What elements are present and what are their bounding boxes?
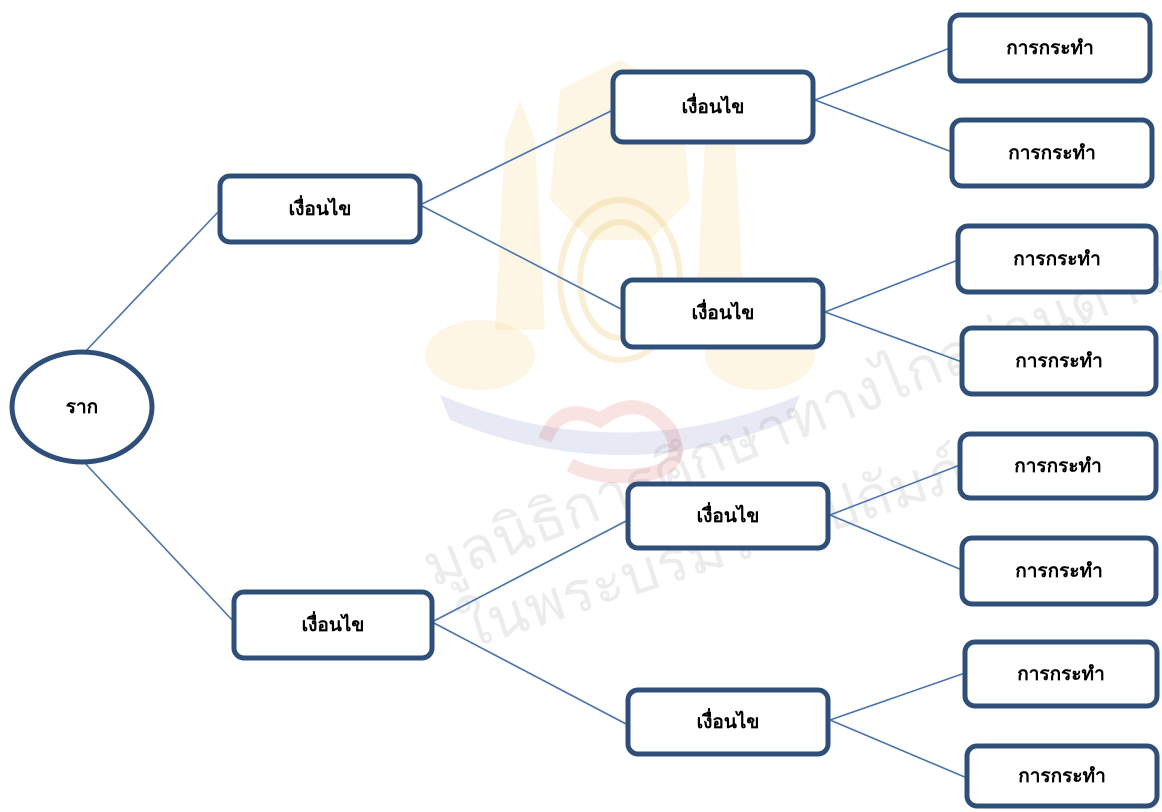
action-node-4: การกระทำ: [959, 325, 1159, 397]
action-node-4-label: การกระทำ: [1015, 350, 1103, 372]
condition-node-2-label: เงื่อนไข: [302, 611, 365, 636]
action-node-7-label: การกระทำ: [1017, 663, 1105, 685]
action-node-3: การกระทำ: [955, 223, 1159, 295]
action-node-5-label: การกระทำ: [1014, 455, 1102, 477]
edge-condition-1-to-1a: [419, 109, 614, 206]
edge-2a-to-leaf-6: [829, 514, 963, 571]
condition-node-1a: เงื่อนไข: [610, 69, 816, 145]
action-node-3-label: การกระทำ: [1013, 248, 1101, 270]
edge-1b-to-leaf-4: [824, 311, 963, 363]
condition-node-1b: เงื่อนไข: [620, 277, 826, 350]
action-node-5: การกระทำ: [957, 431, 1159, 501]
root-node: ราก: [9, 349, 155, 465]
action-node-6: การกระทำ: [959, 535, 1159, 607]
condition-node-1: เงื่อนไข: [217, 173, 423, 245]
condition-node-1-label: เงื่อนไข: [289, 195, 352, 220]
condition-node-2a: เงื่อนไข: [625, 481, 831, 551]
edge-condition-2-to-2b: [431, 621, 629, 726]
condition-node-1a-label: เงื่อนไข: [682, 93, 745, 118]
action-node-6-label: การกระทำ: [1015, 560, 1103, 582]
edge-2b-to-leaf-8: [829, 719, 968, 779]
action-node-8-label: การกระทำ: [1018, 765, 1106, 787]
condition-node-2a-label: เงื่อนไข: [697, 502, 760, 527]
action-node-7: การกระทำ: [962, 639, 1160, 709]
action-node-1-label: การกระทำ: [1006, 37, 1094, 59]
condition-node-2b-label: เงื่อนไข: [697, 708, 760, 733]
edge-2b-to-leaf-7: [829, 672, 966, 721]
action-node-2-label: การกระทำ: [1008, 142, 1096, 164]
edge-1b-to-leaf-3: [824, 259, 959, 313]
condition-node-2: เงื่อนไข: [231, 589, 435, 661]
edge-2a-to-leaf-5: [829, 464, 961, 516]
action-node-2: การกระทำ: [949, 117, 1155, 189]
edge-condition-1-to-1b: [419, 204, 624, 311]
edge-root-to-condition-2: [81, 459, 235, 623]
condition-node-2b: เงื่อนไข: [625, 687, 831, 757]
edge-1a-to-leaf-1: [814, 47, 951, 101]
edge-1a-to-leaf-2: [814, 99, 953, 153]
edge-condition-2-to-2a: [431, 519, 629, 623]
condition-node-1b-label: เงื่อนไข: [692, 299, 755, 324]
connectors: [81, 47, 968, 779]
action-node-1: การกระทำ: [947, 12, 1153, 84]
edge-root-to-condition-1: [81, 209, 221, 356]
root-node-label: ราก: [66, 396, 98, 418]
action-node-8: การกระทำ: [964, 743, 1160, 809]
